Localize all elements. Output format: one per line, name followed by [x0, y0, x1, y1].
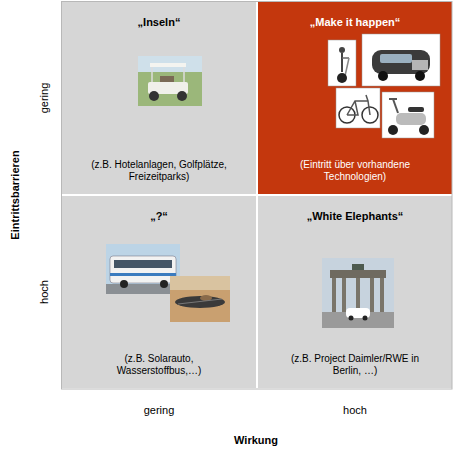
quadrant-note: (z.B. Hotelanlagen, Golfplätze, Freizeit… — [84, 159, 234, 183]
bicycle-photo — [336, 88, 380, 128]
quadrant-note: (z.B. Project Daimler/RWE in Berlin, …) — [280, 353, 430, 377]
axis-tick-label: hoch — [343, 404, 367, 417]
quadrant-note: (z.B. Solarauto, Wasserstoffbus,…) — [84, 353, 234, 377]
scooter-photo — [382, 92, 434, 138]
axis-tick-label: hoch — [38, 280, 51, 304]
matrix-quadrant: „Inseln“ (z.B. Hotelanlagen, Golfplätze, … — [62, 2, 256, 194]
quadrant-heading: „Make it happen“ — [310, 16, 400, 29]
solar-car-photo — [170, 276, 230, 322]
matrix-border — [62, 2, 453, 390]
axis-title: Eintrittsbarrieren — [9, 150, 22, 239]
gate-photo — [322, 258, 394, 328]
segway-photo — [328, 40, 356, 86]
golf-cart-photo — [138, 56, 202, 106]
matrix-quadrant: „Make it happen“ (Eintritt über vorhanden… — [258, 2, 452, 194]
axis-tick-label: gering — [144, 404, 175, 417]
quadrant-heading: „Inseln“ — [138, 16, 181, 29]
axis-tick-label: gering — [38, 83, 51, 114]
bus-photo — [106, 244, 180, 294]
matrix-quadrant: „White Elephants“ (z.B. Project Daimler/R… — [258, 196, 452, 388]
quadrant-heading: „White Elephants“ — [307, 210, 404, 223]
smart-car-photo — [362, 34, 440, 86]
axis-title: Wirkung — [234, 434, 278, 447]
matrix-quadrant: „?“ (z.B. Solarauto, Wasserstoffbus,…) — [62, 196, 256, 388]
quadrant-note: (Eintritt über vorhandene Technologien) — [280, 159, 430, 183]
quadrant-heading: „?“ — [150, 210, 168, 223]
